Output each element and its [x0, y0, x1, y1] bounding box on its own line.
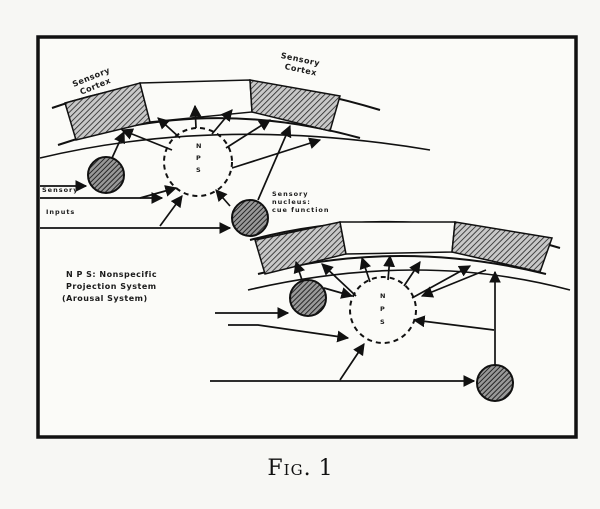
- upper-nps-circle: [163, 127, 233, 197]
- legend: N P S: Nonspecific Projection System (Ar…: [62, 270, 157, 303]
- upper-arrow-nps-to-cortex-4: [211, 109, 233, 135]
- lower-arrow-nps-to-cortex-4: [403, 261, 421, 287]
- lower-cortex-segment: [339, 221, 456, 255]
- legend-line-2: Projection System: [66, 282, 157, 291]
- lower-input-line-2: [228, 324, 350, 343]
- label-sensory-nucleus-2: nucleus:: [272, 198, 311, 206]
- upper-arrow-nps-to-cortex-6: [231, 137, 322, 169]
- caption-number: 1: [318, 456, 333, 481]
- upper-arrow-nps-to-cortex-2: [157, 117, 181, 139]
- label-sensory-inputs-2: Inputs: [46, 208, 75, 216]
- lower-sensory-nucleus-left: [289, 279, 327, 317]
- label-upper-nps-s: S: [196, 166, 202, 174]
- label-lower-nps-p: P: [380, 305, 386, 313]
- upper-sensory-nucleus-left: [87, 156, 125, 194]
- upper-sensory-cortex-right: [249, 79, 341, 132]
- upper-contour: [39, 133, 431, 159]
- upper-schema: Sensory Cortex Sensory Cortex Sensory In…: [39, 51, 431, 237]
- lower-arrow-nps-to-cortex-2: [359, 256, 372, 283]
- upper-arrow-nucleus-to-cortex: [111, 130, 125, 159]
- lower-arrow-nucleus-to-nps: [323, 287, 354, 299]
- lower-arrow-nucleus-to-cortex: [293, 260, 306, 281]
- upper-sensory-nucleus-right: [231, 199, 269, 237]
- label-upper-nps-p: P: [196, 154, 202, 162]
- label-lower-nps-n: N: [380, 292, 386, 300]
- figure-caption: Fig. 1: [0, 456, 600, 481]
- lower-input-branch: [339, 343, 365, 381]
- label-sensory-nucleus-1: Sensory: [272, 190, 309, 198]
- upper-input-branch-2: [159, 195, 183, 227]
- lower-arrow-nps-to-cortex-3: [383, 254, 396, 281]
- lower-arrow-nucleus-right-to-nps: [412, 315, 495, 331]
- upper-arrow-nps-to-cortex-3: [189, 104, 202, 129]
- upper-arrow-nps-to-cortex-5: [225, 119, 272, 149]
- caption-prefix: Fig.: [267, 456, 312, 481]
- lower-schema: N P S: [210, 220, 571, 402]
- lower-sensory-nucleus-right: [476, 364, 514, 402]
- upper-arrow-nucleus-right-to-nps: [215, 189, 231, 207]
- upper-input-branch: [139, 185, 178, 199]
- lower-arrow-cortex-to-nps: [420, 269, 487, 298]
- legend-line-3: (Arousal System): [62, 294, 148, 303]
- label-lower-nps-s: S: [380, 318, 386, 326]
- lower-nps-circle: [349, 276, 417, 344]
- upper-arrow-nucleus-right-to-cortex: [257, 124, 292, 201]
- label-sensory-inputs-1: Sensory: [42, 186, 79, 194]
- lower-sensory-cortex-right: [451, 221, 554, 273]
- legend-line-1: N P S: Nonspecific: [66, 270, 157, 279]
- label-upper-nps-n: N: [196, 142, 202, 150]
- upper-arrow-nps-to-cortex-1: [120, 128, 173, 151]
- label-sensory-nucleus-3: cue function: [272, 206, 330, 214]
